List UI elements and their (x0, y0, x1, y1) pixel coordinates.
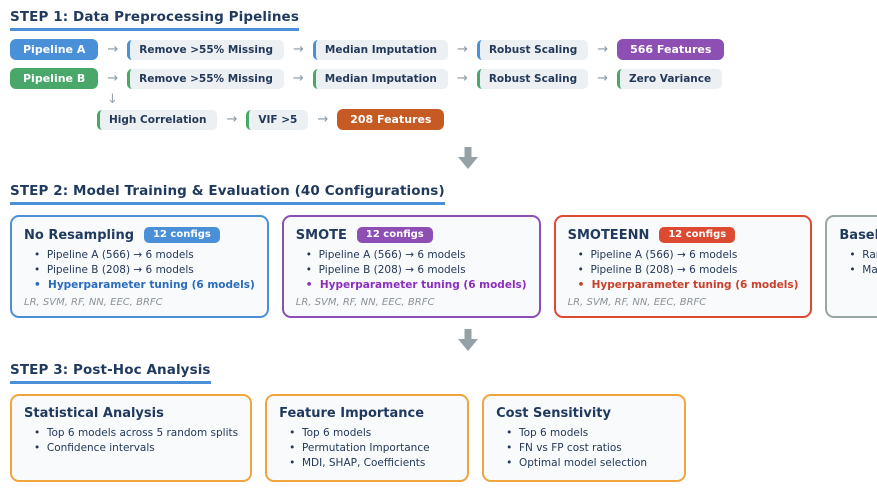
big-down-arrow-icon (458, 329, 867, 351)
card-title: Baseline (839, 227, 877, 243)
card-title: Statistical Analysis (24, 406, 164, 421)
card-smote: SMOTE 12 configs Pipeline A (566) → 6 mo… (281, 215, 541, 318)
card-baseline: Baseline 4 configs Random Guess (566 & 2… (825, 215, 877, 318)
process-node: Remove >55% Missing (127, 68, 284, 89)
big-down-arrow-icon (458, 147, 867, 169)
list-item: Pipeline A (566) → 6 models (34, 249, 255, 261)
list-item: Confidence intervals (34, 442, 238, 454)
pipeline-a-node: Pipeline A (10, 39, 99, 60)
list-item: Top 6 models across 5 random splits (34, 427, 238, 439)
list-item: MDI, SHAP, Coefficients (289, 457, 455, 469)
list-item: Top 6 models (289, 427, 455, 439)
arrow-right-icon: → (292, 71, 304, 86)
features-566-node: 566 Features (617, 39, 725, 60)
card-statistical-analysis: Statistical Analysis Top 6 models across… (10, 394, 253, 482)
zero-variance-node: Zero Variance (617, 68, 723, 89)
step3-cards: Statistical Analysis Top 6 models across… (10, 394, 867, 482)
list-item: Pipeline A (566) → 6 models (578, 249, 799, 261)
arrow-right-icon: → (107, 71, 119, 86)
list-item: Pipeline B (208) → 6 models (34, 264, 255, 276)
arrow-right-icon: → (317, 112, 329, 127)
arrow-right-icon: → (107, 42, 119, 57)
card-title: SMOTEENN (567, 227, 650, 243)
process-node: VIF >5 (246, 109, 309, 130)
list-item-highlight: Hyperparameter tuning (6 models) (34, 279, 255, 291)
list-item: Random Guess (566 & 208) (849, 249, 877, 261)
step2-cards: No Resampling 12 configs Pipeline A (566… (10, 215, 877, 318)
list-item: Pipeline B (208) → 6 models (578, 264, 799, 276)
step1-title: STEP 1: Data Preprocessing Pipelines (10, 9, 299, 31)
process-node: Median Imputation (312, 68, 448, 89)
card-smoteenn: SMOTEENN 12 configs Pipeline A (566) → 6… (553, 215, 813, 318)
process-node: Median Imputation (312, 39, 449, 60)
process-node: High Correlation (97, 109, 218, 130)
step3-title: STEP 3: Post-Hoc Analysis (10, 362, 211, 384)
list-item: Top 6 models (506, 427, 672, 439)
card-feature-importance: Feature Importance Top 6 models Permutat… (265, 394, 470, 482)
step3-section: STEP 3: Post-Hoc Analysis Statistical An… (10, 362, 867, 482)
card-title: No Resampling (24, 227, 134, 243)
list-item: Majority Class (566 & 208) (849, 264, 877, 276)
arrow-right-icon: → (226, 112, 238, 127)
arrow-right-icon: → (597, 42, 609, 57)
configs-badge: 12 configs (356, 227, 433, 243)
arrow-down-icon: ↓ (107, 92, 118, 107)
pipeline-b-node: Pipeline B (10, 68, 99, 89)
process-node: Robust Scaling (476, 39, 589, 60)
list-item: Pipeline A (566) → 6 models (306, 249, 527, 261)
step1-section: STEP 1: Data Preprocessing Pipelines Pip… (10, 9, 867, 130)
list-item: Optimal model selection (506, 457, 672, 469)
model-list: LR, SVM, RF, NN, EEC, BRFC (24, 297, 163, 308)
pipeline-b-continued-row: High Correlation → VIF >5 → 208 Features (97, 109, 867, 130)
model-list: LR, SVM, RF, NN, EEC, BRFC (295, 297, 435, 308)
arrow-right-icon: → (597, 71, 608, 86)
process-node: Robust Scaling (476, 68, 589, 89)
step2-title: STEP 2: Model Training & Evaluation (40 … (10, 183, 445, 205)
pipeline-b-row: Pipeline B → Remove >55% Missing → Media… (10, 68, 867, 89)
list-item-highlight: Hyperparameter tuning (6 models) (306, 279, 527, 291)
card-title: Feature Importance (279, 406, 425, 421)
features-208-node: 208 Features (337, 109, 445, 130)
process-node: Remove >55% Missing (127, 39, 284, 60)
list-item-highlight: Hyperparameter tuning (6 models) (578, 279, 799, 291)
configs-badge: 12 configs (659, 227, 736, 243)
model-list: LR, SVM, RF, NN, EEC, BRFC (567, 297, 707, 308)
card-no-resampling: No Resampling 12 configs Pipeline A (566… (10, 215, 269, 318)
arrow-right-icon: → (456, 71, 468, 86)
list-item: Pipeline B (208) → 6 models (306, 264, 527, 276)
arrow-right-icon: → (457, 42, 468, 57)
card-title: SMOTE (295, 227, 347, 243)
card-title: Cost Sensitivity (496, 406, 611, 421)
pipeline-a-row: Pipeline A → Remove >55% Missing → Media… (10, 39, 867, 60)
list-item: FN vs FP cost ratios (506, 442, 672, 454)
step2-section: STEP 2: Model Training & Evaluation (40 … (10, 183, 877, 318)
list-item: Permutation Importance (289, 442, 455, 454)
card-cost-sensitivity: Cost Sensitivity Top 6 models FN vs FP c… (482, 394, 687, 482)
arrow-right-icon: → (292, 42, 304, 57)
configs-badge: 12 configs (144, 227, 220, 243)
